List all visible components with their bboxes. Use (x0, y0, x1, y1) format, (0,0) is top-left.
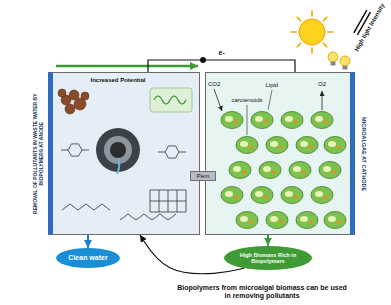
microalgae-cells (221, 112, 346, 229)
potential-label: Increased Potential (91, 77, 146, 84)
note-text: Biopolymers from microalgal biomass can … (174, 284, 350, 301)
sun (291, 11, 333, 53)
wastewater-pipe (96, 128, 140, 174)
membrane-box: Pem (190, 171, 216, 182)
circuit-wire (148, 60, 295, 72)
chamber-heading: REMOVAL OF POLLUTANTS IN WASTE WATER BY … (33, 74, 45, 232)
membrane-label: Pem (197, 173, 209, 180)
biosorbent-cluster (58, 89, 89, 114)
blob-label: High Biomass Rich in Biopolymers (236, 252, 300, 265)
water-outflow-arrow (87, 235, 89, 248)
chemical-structures (61, 144, 186, 220)
lipid-label: Lipid (266, 82, 279, 89)
light-label: High light Intensity (353, 2, 386, 52)
clean-water-blob: Clean water (56, 248, 119, 268)
anode-chamber: REMOVAL OF POLLUTANTS IN WASTE WATER BY … (48, 72, 200, 235)
potential-arrow (56, 65, 198, 68)
biomass-outflow-arrow (267, 235, 269, 246)
leader-line (268, 90, 272, 110)
light-bulbs (328, 52, 350, 70)
edge-label: e- (218, 49, 226, 57)
anode-ground (48, 72, 200, 235)
polysaccharide-coil (150, 88, 192, 112)
gas-label: O2 (318, 81, 326, 88)
co2-arrow (214, 89, 222, 111)
gas-label: CO2 (208, 81, 220, 88)
o2-arrow (322, 91, 323, 110)
blob-label: Clean water (68, 254, 107, 262)
chamber-heading: MICROALGAE AT CATHODE (361, 99, 367, 209)
leader-line (247, 105, 248, 135)
cathode-ground (205, 72, 355, 235)
biomass-blob: High Biomass Rich in Biopolymers (224, 246, 312, 271)
cathode-chamber: MICROALGAE AT CATHODE (205, 72, 355, 235)
pigment-label: carotenoids (232, 97, 263, 104)
